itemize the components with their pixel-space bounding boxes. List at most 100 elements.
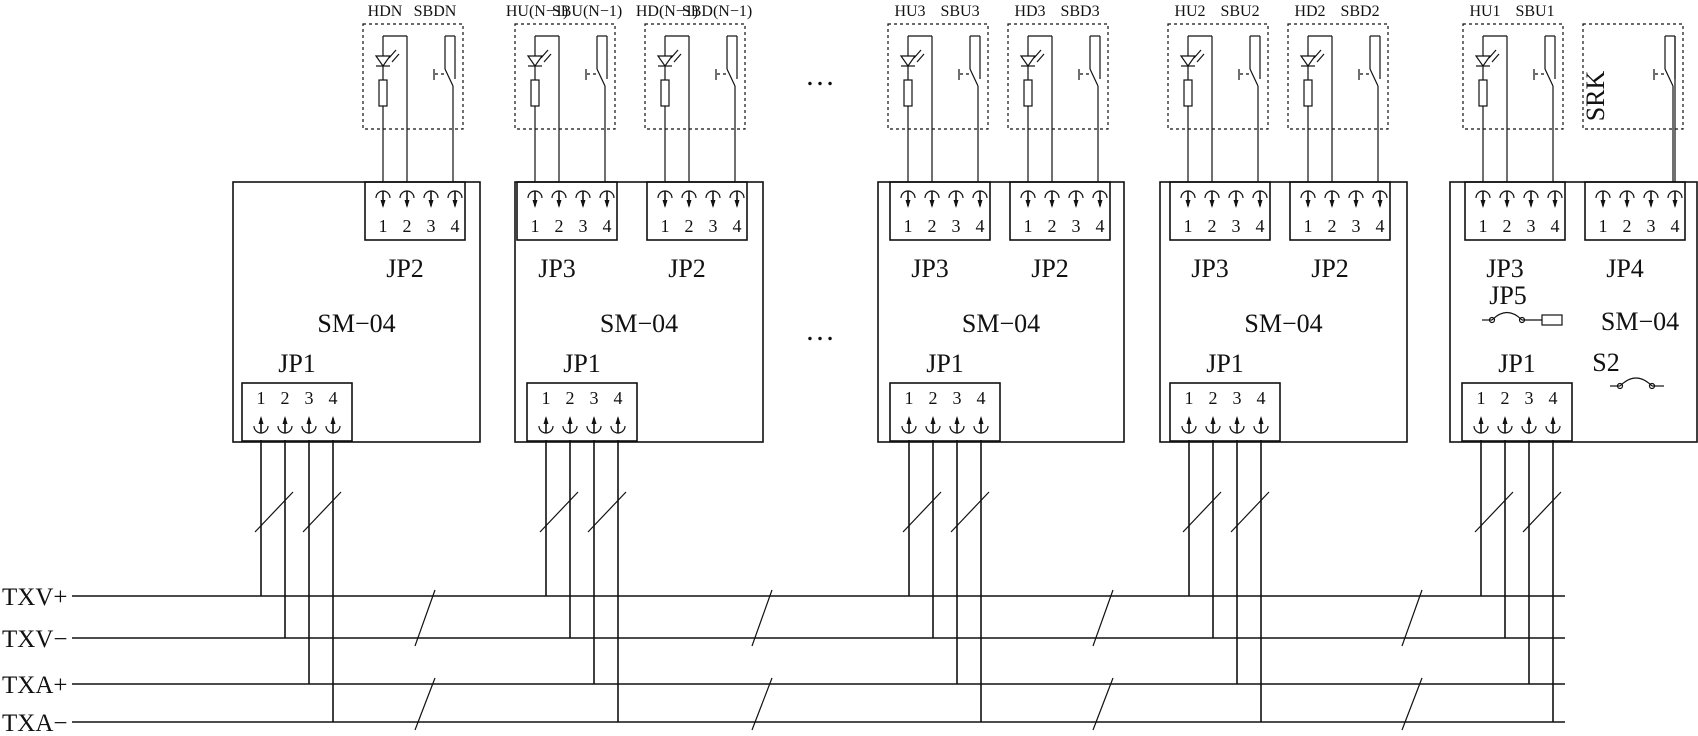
pin-arrow	[404, 200, 410, 208]
connector-block	[1289, 181, 1391, 241]
pin-arrow	[1329, 200, 1335, 208]
pin-arrow	[580, 200, 586, 208]
connector-block	[364, 181, 466, 241]
pin-number: 3	[1527, 216, 1536, 236]
pin-number: 2	[281, 388, 290, 408]
pin-arrow	[1210, 416, 1216, 424]
connector-block	[1464, 181, 1566, 241]
pin-number: 1	[531, 216, 540, 236]
connector-block	[1584, 181, 1686, 241]
pin-arrow	[1550, 416, 1556, 424]
pin-arrow	[953, 200, 959, 208]
pin-terminal	[1473, 416, 1489, 434]
bus-break-mark	[1401, 677, 1423, 731]
pin-terminal	[1475, 190, 1491, 208]
pin-number: 2	[403, 216, 412, 236]
pin-number: 3	[1233, 388, 1242, 408]
pin-arrow	[1526, 416, 1532, 424]
led-ray	[1488, 49, 1497, 59]
button-label: SBD2	[1340, 3, 1379, 20]
pin-number: 3	[1232, 216, 1241, 236]
connector-block	[646, 181, 748, 241]
twist-mark	[254, 491, 294, 533]
pin-arrow	[1097, 200, 1103, 208]
pin-arrow	[1504, 200, 1510, 208]
pin-number: 4	[1671, 216, 1680, 236]
pin-arrow	[1025, 200, 1031, 208]
connector-block	[1009, 181, 1111, 241]
pin-arrow	[686, 200, 692, 208]
pin-number: 2	[1328, 216, 1337, 236]
pin-arrow	[1624, 200, 1630, 208]
pin-number: 4	[1376, 216, 1385, 236]
key-switch-label: SRK	[1581, 70, 1610, 121]
button-contact-icon	[1369, 68, 1379, 87]
pin-terminal	[527, 190, 543, 208]
pin-arrow	[929, 200, 935, 208]
button-contact-icon	[1089, 68, 1099, 87]
pin-arrow	[1233, 200, 1239, 208]
led-ray	[1491, 53, 1500, 63]
pin-terminal	[1324, 190, 1340, 208]
connector-label: JP3	[1191, 254, 1229, 283]
pin-terminal	[705, 190, 721, 208]
pin-number: 2	[928, 216, 937, 236]
module-label: SM−04	[1244, 309, 1322, 338]
jumper-icon	[1491, 311, 1523, 321]
pin-terminal	[1205, 416, 1221, 434]
key-switch-device: SRK	[1581, 23, 1684, 182]
indicator-label: HU3	[894, 3, 925, 20]
bus-label: TXA−	[2, 710, 67, 736]
button-contact-icon	[596, 68, 606, 87]
pin-arrow	[978, 416, 984, 424]
button-contact-icon	[1544, 68, 1554, 87]
switch-label: S2	[1592, 348, 1619, 377]
pin-terminal	[1044, 190, 1060, 208]
module-label: SM−04	[600, 309, 678, 338]
pin-arrow	[1258, 416, 1264, 424]
pin-arrow	[1305, 200, 1311, 208]
resistor-icon	[1541, 314, 1563, 326]
pin-number: 1	[1304, 216, 1313, 236]
indicator-label: HD(N−1)	[636, 3, 698, 20]
pin-arrow	[906, 416, 912, 424]
bus-break-mark	[751, 589, 773, 647]
pin-terminal	[562, 416, 578, 434]
led-ray	[540, 49, 549, 59]
led-ray	[1313, 49, 1322, 59]
pin-arrow	[1257, 200, 1263, 208]
module-label: SM−04	[1601, 307, 1679, 336]
pin-number: 3	[305, 388, 314, 408]
led-ray	[1316, 53, 1325, 63]
module-label: SM−04	[962, 309, 1040, 338]
button-label: SBD3	[1060, 3, 1099, 20]
module-box	[877, 181, 1125, 443]
pin-terminal	[973, 416, 989, 434]
bus-label: TXA+	[2, 672, 67, 699]
pin-number: 2	[1501, 388, 1510, 408]
pin-number: 2	[1623, 216, 1632, 236]
resistor-icon	[530, 79, 540, 107]
pin-arrow	[930, 416, 936, 424]
pin-arrow	[1648, 200, 1654, 208]
button-label: SBU3	[940, 3, 979, 20]
bus-break-mark	[1092, 677, 1114, 731]
pin-number: 3	[1525, 388, 1534, 408]
led-ray	[670, 49, 679, 59]
pin-number: 3	[1072, 216, 1081, 236]
bus-break-mark	[1401, 589, 1423, 647]
pin-terminal	[1595, 190, 1611, 208]
pin-arrow	[1377, 200, 1383, 208]
led-ray	[673, 53, 682, 63]
pin-arrow	[615, 416, 621, 424]
bus-break-mark	[414, 677, 436, 731]
pin-number: 3	[1647, 216, 1656, 236]
led-ray	[1193, 49, 1202, 59]
connector-label: JP2	[386, 254, 424, 283]
pin-terminal	[575, 190, 591, 208]
